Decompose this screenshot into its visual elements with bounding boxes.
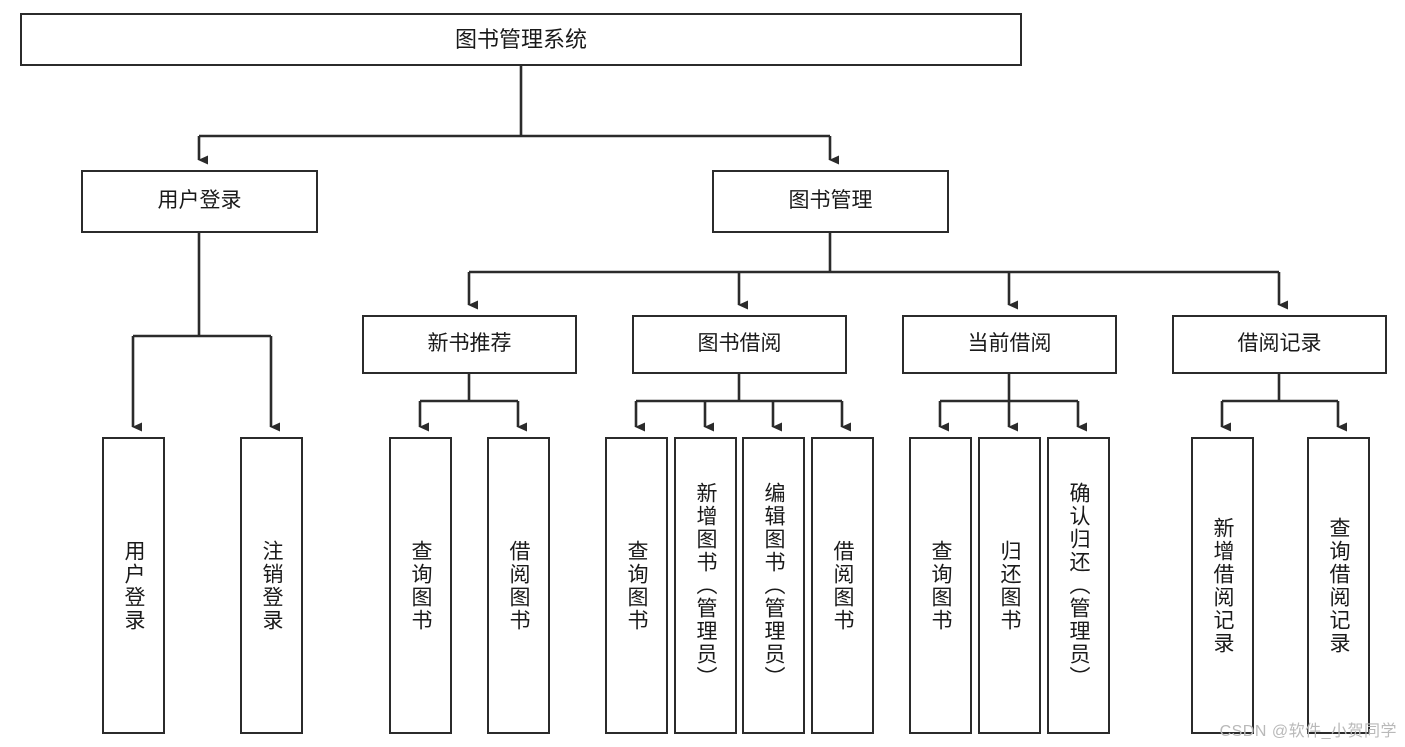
leaf-user-login-login[interactable]: 用户登录 (102, 437, 165, 734)
node-label: 归还图书 (998, 539, 1021, 632)
leaf-current-borrow-confirm-return-admin[interactable]: 确认归还（管理员） (1047, 437, 1110, 734)
leaf-current-borrow-query-book[interactable]: 查询图书 (909, 437, 972, 734)
node-label: 用户登录 (157, 189, 242, 213)
leaf-new-book-query-book[interactable]: 查询图书 (389, 437, 452, 734)
node-label: 用户登录 (122, 539, 145, 632)
node-current-borrowing[interactable]: 当前借阅 (902, 315, 1117, 374)
node-label: 图书借阅 (697, 332, 782, 356)
node-root-book-management-system[interactable]: 图书管理系统 (20, 13, 1022, 66)
leaf-current-borrow-return-book[interactable]: 归还图书 (978, 437, 1041, 734)
leaf-new-book-borrow-book[interactable]: 借阅图书 (487, 437, 550, 734)
node-book-management[interactable]: 图书管理 (712, 170, 949, 233)
node-borrowing-record[interactable]: 借阅记录 (1172, 315, 1387, 374)
leaf-book-borrow-edit-book-admin[interactable]: 编辑图书（管理员） (742, 437, 805, 734)
leaf-book-borrow-add-book-admin[interactable]: 新增图书（管理员） (674, 437, 737, 734)
node-label: 当前借阅 (967, 332, 1052, 356)
node-label: 图书管理 (788, 189, 873, 213)
node-label: 查询图书 (409, 539, 432, 632)
node-user-login[interactable]: 用户登录 (81, 170, 318, 233)
node-label: 新书推荐 (427, 332, 512, 356)
node-label: 新增借阅记录 (1211, 516, 1234, 655)
leaf-book-borrow-borrow-book[interactable]: 借阅图书 (811, 437, 874, 734)
node-label: 图书管理系统 (454, 26, 587, 52)
node-label: 确认归还（管理员） (1067, 482, 1090, 689)
leaf-borrow-record-add-record[interactable]: 新增借阅记录 (1191, 437, 1254, 734)
node-label: 借阅图书 (507, 539, 530, 632)
node-label: 查询图书 (625, 539, 648, 632)
leaf-user-login-logout[interactable]: 注销登录 (240, 437, 303, 734)
node-book-borrowing[interactable]: 图书借阅 (632, 315, 847, 374)
node-label: 查询图书 (929, 539, 952, 632)
node-label: 注销登录 (260, 539, 283, 632)
leaf-book-borrow-query-book[interactable]: 查询图书 (605, 437, 668, 734)
node-label: 查询借阅记录 (1327, 516, 1350, 655)
node-label: 借阅记录 (1237, 332, 1322, 356)
csdn-watermark: CSDN @软件_小贺同学 (1219, 723, 1397, 740)
node-label: 编辑图书（管理员） (762, 482, 785, 689)
node-label: 新增图书（管理员） (694, 482, 717, 689)
node-label: 借阅图书 (831, 539, 854, 632)
node-new-book-recommendation[interactable]: 新书推荐 (362, 315, 577, 374)
leaf-borrow-record-query-record[interactable]: 查询借阅记录 (1307, 437, 1370, 734)
